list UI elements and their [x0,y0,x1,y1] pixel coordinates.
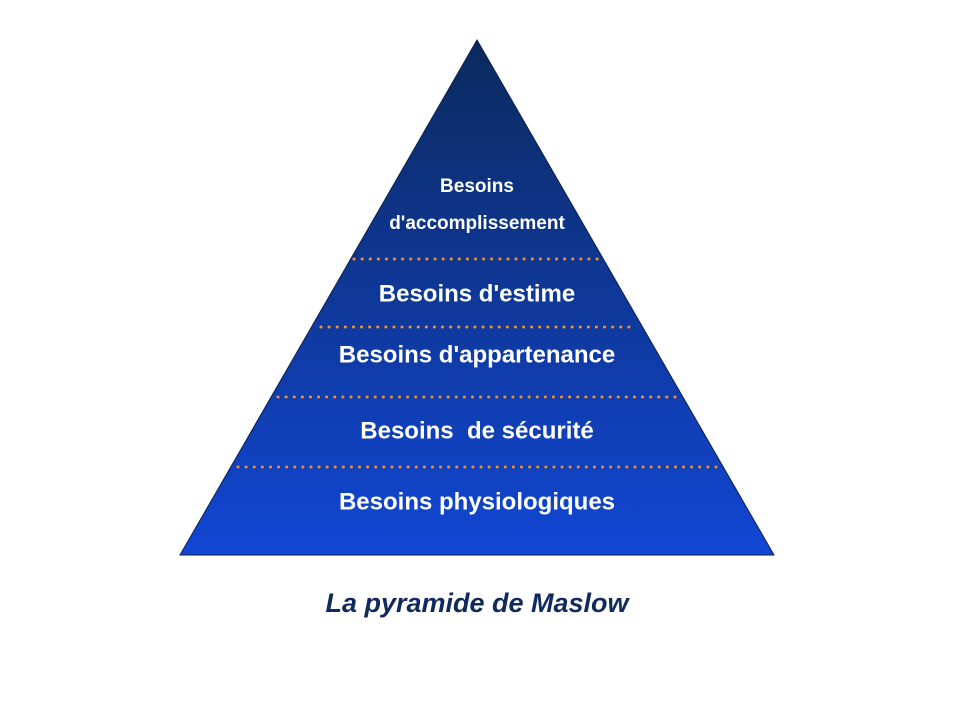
diagram-caption: La pyramide de Maslow [325,588,629,618]
level-self-actualization-line1: Besoins [440,176,514,197]
level-esteem-label: Besoins d'estime [379,280,575,307]
level-safety-label: Besoins de sécurité [360,417,593,444]
pyramid-triangle [179,38,775,556]
level-belonging-label: Besoins d'appartenance [339,341,615,368]
level-physiological-label: Besoins physiologiques [339,488,615,515]
level-self-actualization-line2: d'accomplissement [389,213,565,234]
